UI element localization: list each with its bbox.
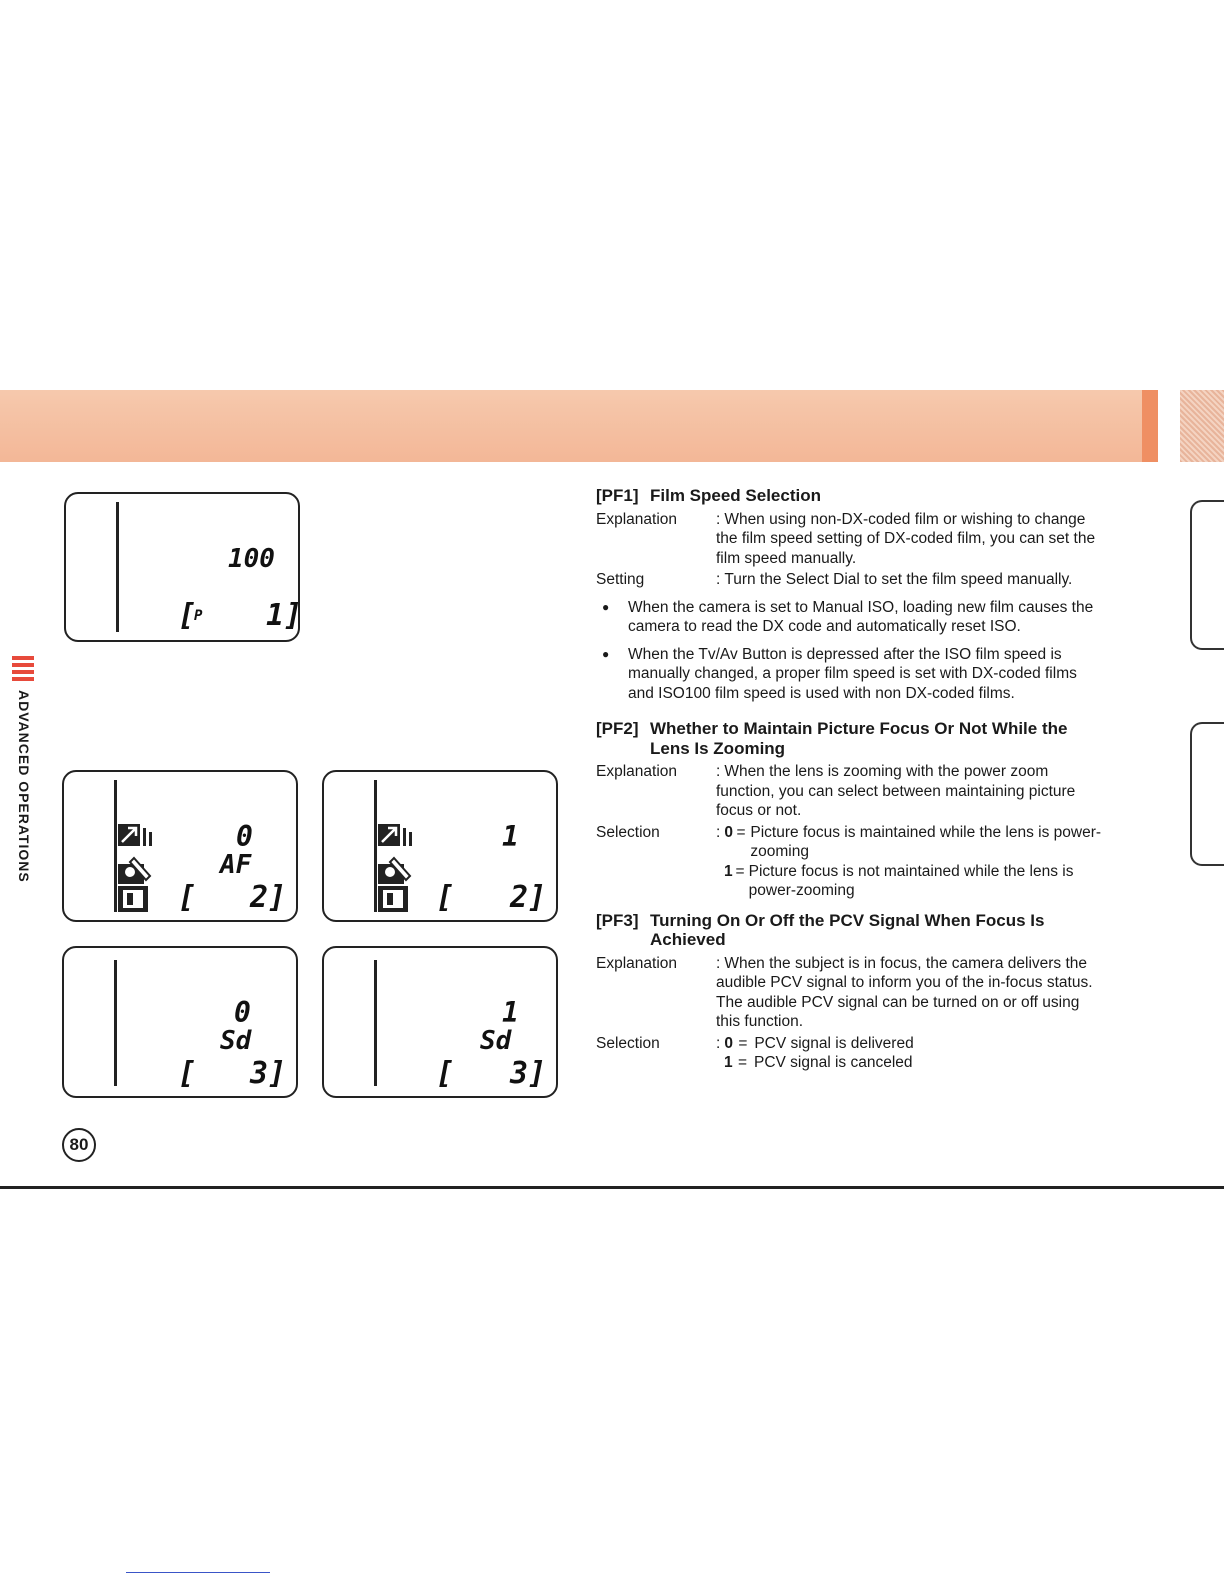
main-text: [PF1]Film Speed Selection Explanation :W… <box>596 486 1106 1075</box>
pf1-explanation: Explanation :When using non-DX-coded fil… <box>596 510 1096 567</box>
info-icon <box>378 886 408 917</box>
lcd-panel-pf3-0: 0 Sd [ 3] <box>62 946 298 1098</box>
lcd-panel-pf3-1: 1 Sd [ 3] <box>322 946 558 1098</box>
pf3-explanation: Explanation :When the subject is in focu… <box>596 954 1093 1031</box>
lcd-label: AF <box>220 850 252 880</box>
lcd-code: 2] <box>510 880 547 915</box>
header-band <box>0 390 1142 462</box>
pf1-setting: Setting :Turn the Select Dial to set the… <box>596 571 1073 588</box>
lcd-value: 1 <box>502 996 519 1029</box>
bottom-rule <box>0 1186 1224 1189</box>
zoom-icon <box>118 824 154 855</box>
lcd-value: 100 <box>228 544 275 574</box>
lcd-bracket: [ <box>178 1056 197 1091</box>
lcd-bracket: [ <box>436 880 455 915</box>
lcd-value: 1 <box>502 820 519 853</box>
lcd-panel-pf2-1: 1 [ 2] <box>322 770 558 922</box>
pf2-selection: Selection :0=Picture focus is maintained… <box>596 823 1102 900</box>
lcd-code: 2] <box>250 880 287 915</box>
lcd-label: Sd <box>480 1026 512 1056</box>
lcd-value: 0 <box>236 820 253 853</box>
pf3-selection: Selection :0=PCV signal is delivered 1=P… <box>596 1034 914 1072</box>
lcd-bracket: [ <box>178 880 197 915</box>
section-tab-marker <box>12 656 34 684</box>
lcd-mode-icon: P <box>194 608 203 624</box>
list-item: ●When the camera is set to Manual ISO, l… <box>602 598 1094 636</box>
footer-underline <box>126 1572 270 1573</box>
lcd-value: 0 <box>234 996 251 1029</box>
lcd-label: Sd <box>220 1026 252 1056</box>
facing-page-lcd-fragment <box>1190 722 1224 866</box>
lcd-panel-pf1: 100 [ P 1] <box>64 492 303 642</box>
pf2-explanation: Explanation :When the lens is zooming wi… <box>596 763 1076 819</box>
pf2-heading: [PF2]Whether to Maintain Picture Focus O… <box>596 719 1068 758</box>
lcd-panel-pf2-0: 0 AF [ 2] <box>62 770 298 922</box>
lcd-bracket: [ <box>436 1056 455 1091</box>
section-tab-label: ADVANCED OPERATIONS <box>16 690 32 883</box>
portrait-icon <box>378 856 414 891</box>
lcd-bracket: [ <box>178 598 197 633</box>
portrait-icon <box>118 856 154 891</box>
info-icon <box>118 886 148 917</box>
facing-page-lcd-fragment <box>1190 500 1224 650</box>
lcd-code: 3] <box>510 1056 547 1091</box>
zoom-icon <box>378 824 414 855</box>
lcd-code: 1] <box>266 598 303 633</box>
pf1-heading: [PF1]Film Speed Selection <box>596 486 821 505</box>
lcd-code: 3] <box>250 1056 287 1091</box>
pf3-heading: [PF3]Turning On Or Off the PCV Signal Wh… <box>596 910 1045 950</box>
header-band-edge <box>1180 390 1224 462</box>
header-band-accent <box>1142 390 1158 462</box>
page-number: 80 <box>62 1128 96 1162</box>
list-item: ●When the Tv/Av Button is depressed afte… <box>602 645 1077 702</box>
